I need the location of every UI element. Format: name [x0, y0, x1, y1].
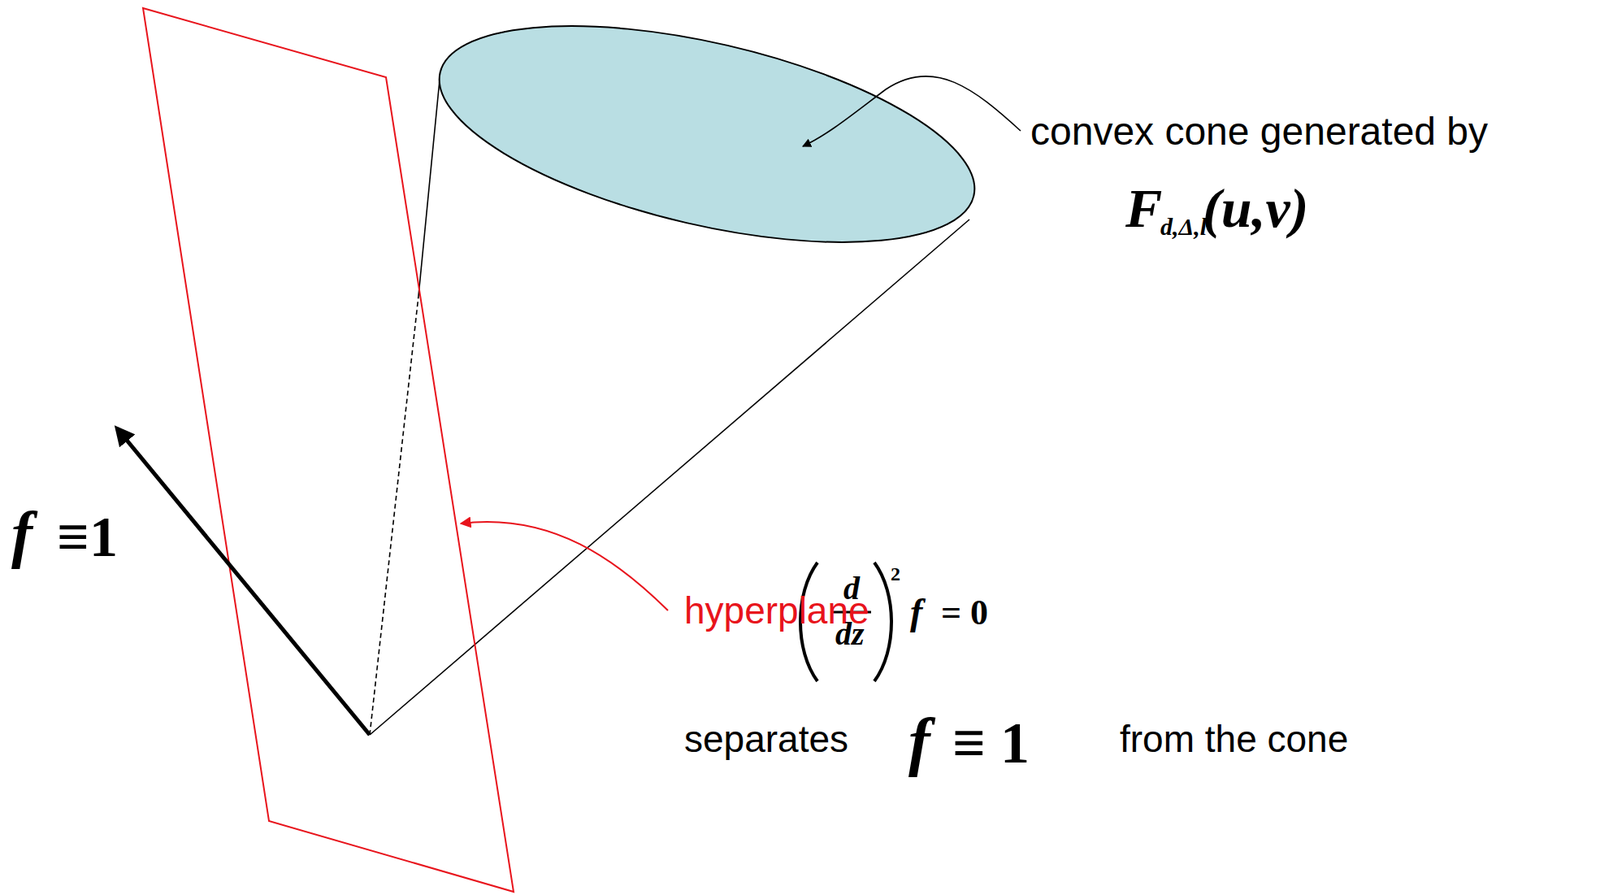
vector-arrow: [117, 428, 370, 735]
cone-base-ellipse: [419, 0, 994, 285]
math-arguments: (u,v): [1202, 180, 1309, 236]
math-expression: ≡1: [56, 508, 118, 566]
hyperplane: [143, 8, 514, 892]
cone-edge-hidden: [369, 295, 419, 735]
caption-text: from the cone: [1119, 719, 1349, 758]
cone-edge: [369, 219, 970, 735]
caption-text: convex cone generated by: [1030, 112, 1488, 152]
math-numerator: d: [843, 572, 860, 605]
math-symbol: f: [11, 502, 33, 566]
math-symbol: F: [1125, 180, 1163, 236]
parenthesis: [874, 562, 892, 681]
math-denominator: dz: [835, 617, 865, 651]
math-symbol: f: [910, 593, 923, 631]
math-expression: ≡ 1: [952, 713, 1030, 772]
leader-line: [460, 521, 668, 611]
cone-edge: [418, 71, 441, 296]
math-expression: = 0: [940, 594, 989, 631]
math-exponent: 2: [890, 563, 901, 584]
math-subscript: d,Δ,l: [1160, 214, 1207, 239]
caption-text: separates: [684, 719, 849, 758]
leader-line: [802, 76, 1021, 147]
math-symbol: f: [908, 708, 931, 774]
